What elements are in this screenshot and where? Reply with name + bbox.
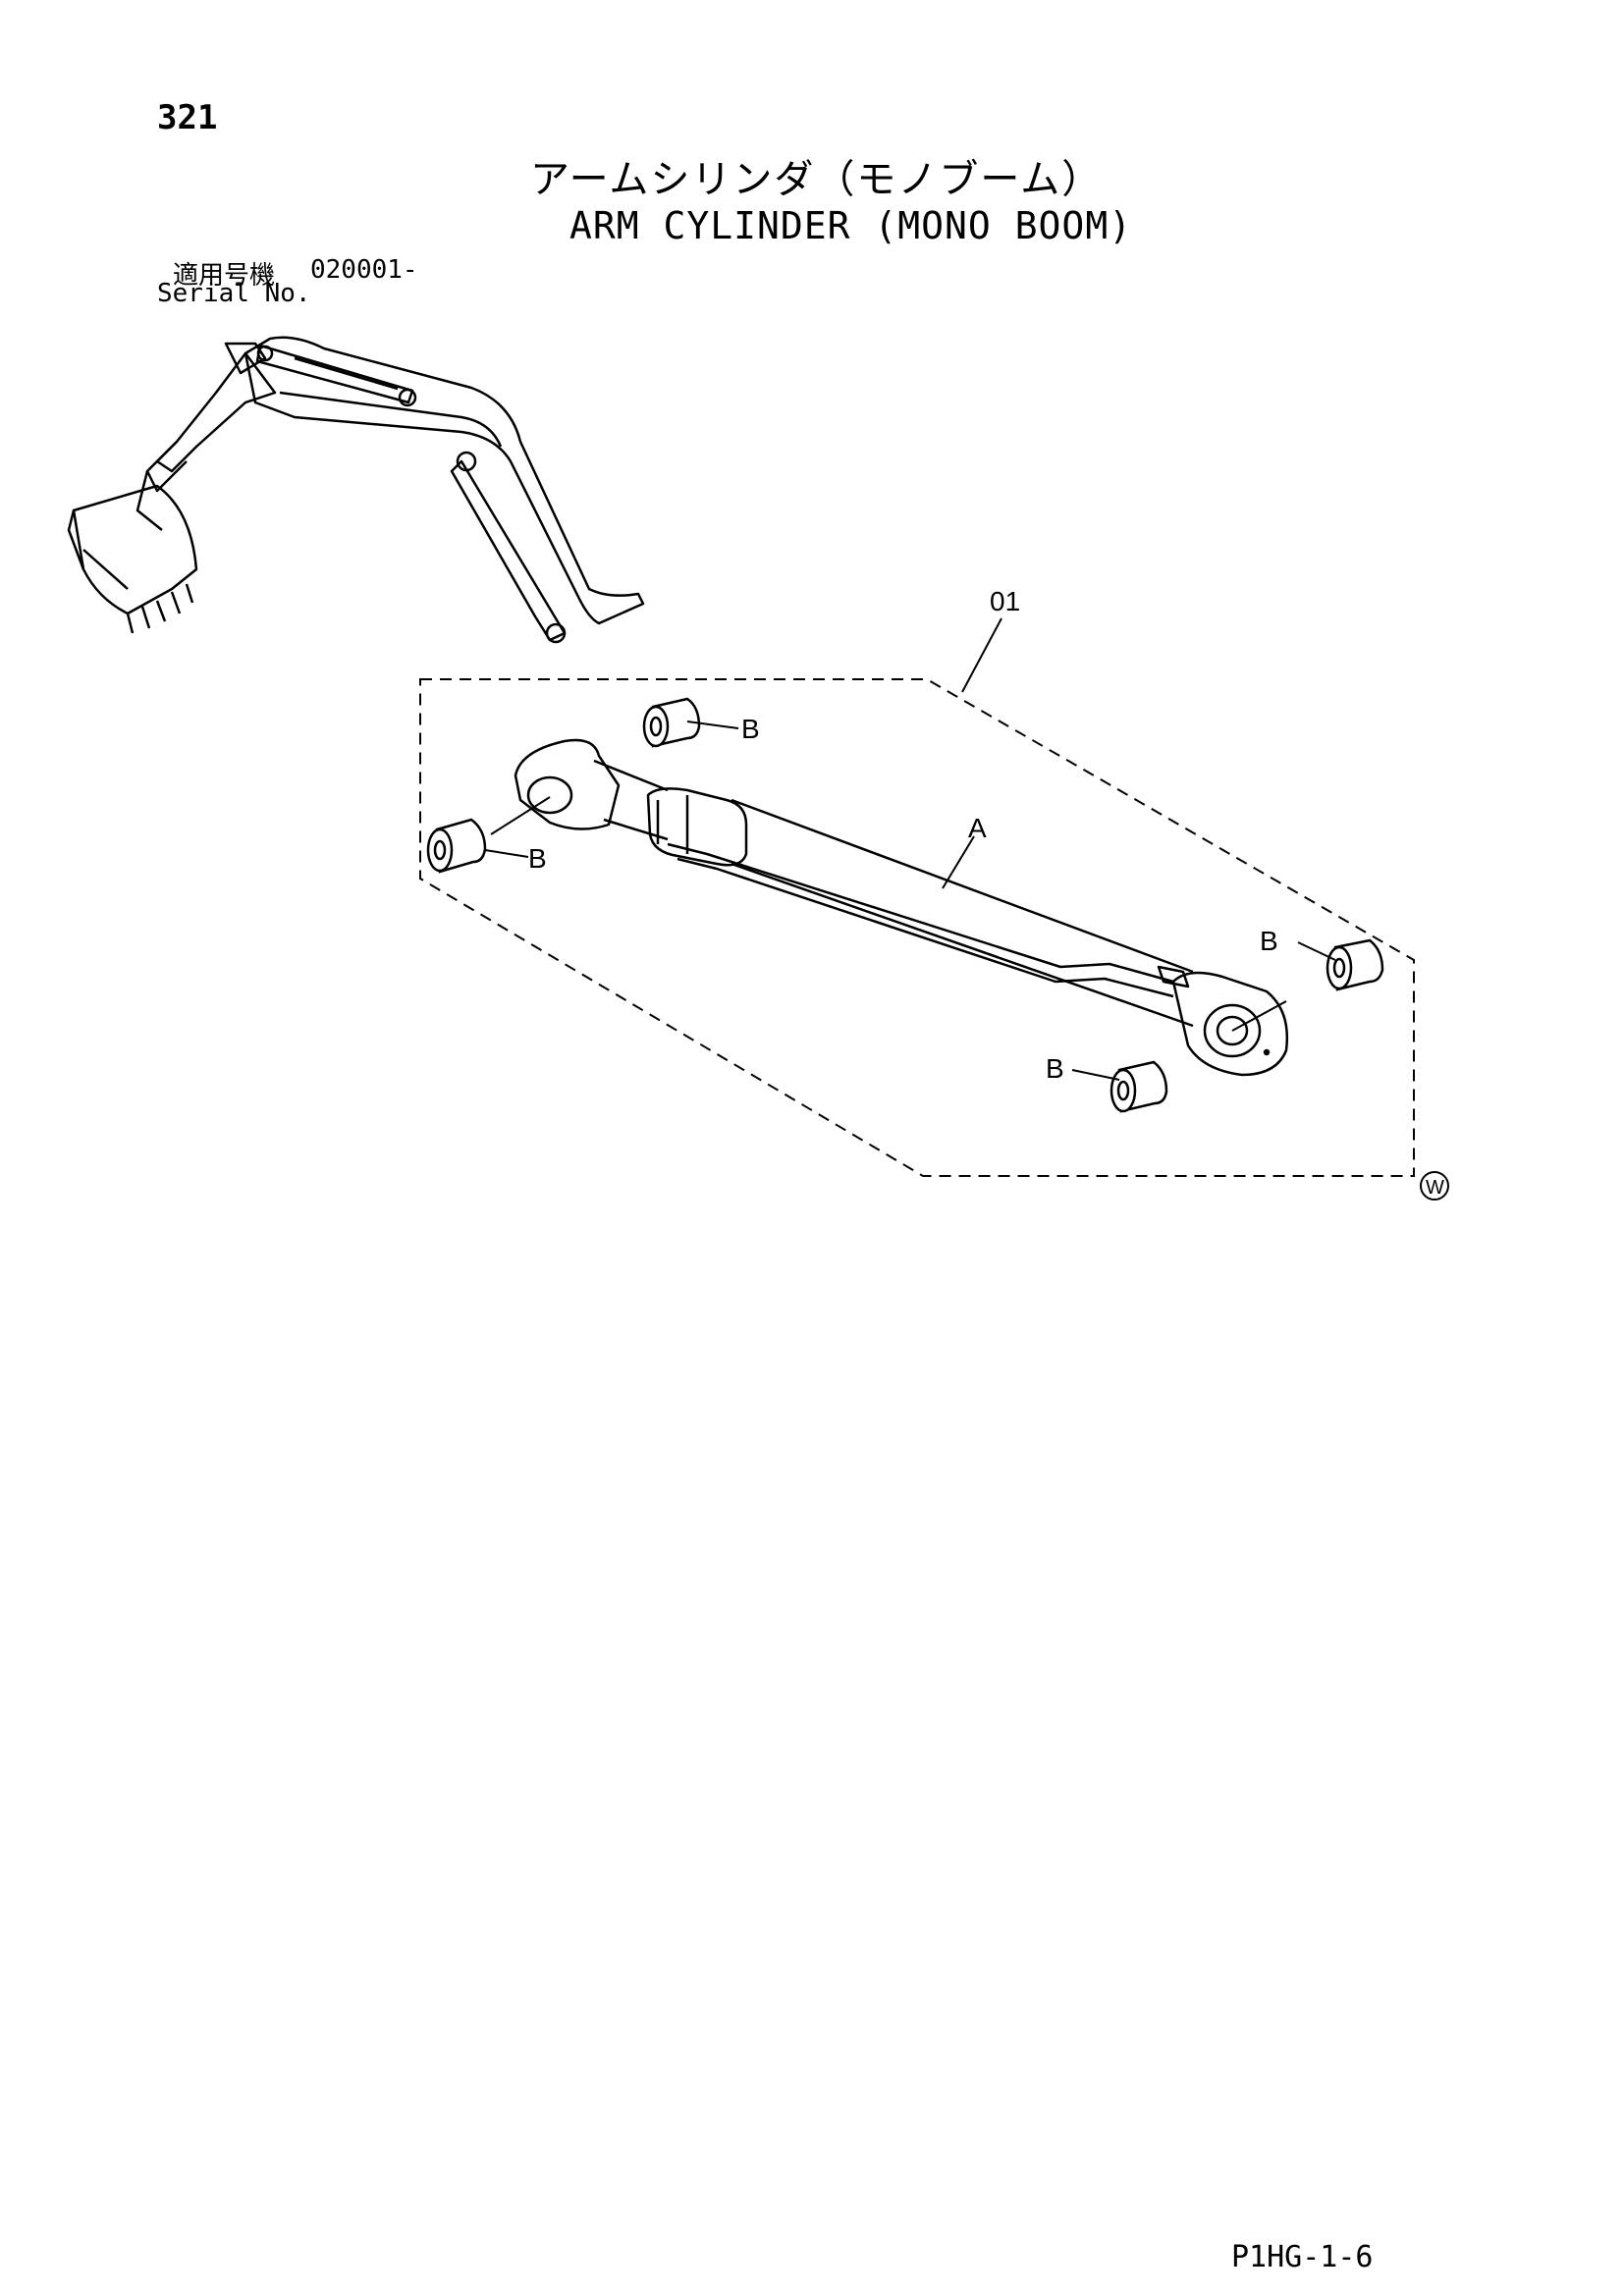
callout-bushing-b-bottom: B — [1046, 1053, 1064, 1084]
bushing-bottom — [1110, 1060, 1168, 1113]
variant-marker-w: W — [1420, 1171, 1449, 1201]
excavator-arm-locator-illustration — [67, 336, 645, 644]
callout-cylinder-a: A — [968, 813, 987, 843]
arm-cylinder-illustration — [514, 738, 1288, 1077]
bushing-left — [426, 818, 487, 874]
page-number: 321 — [157, 98, 218, 137]
callout-leader-lines — [484, 721, 1336, 1081]
assembly-boundary-dashed — [419, 678, 1415, 1177]
variant-marker-letter: W — [1426, 1177, 1444, 1199]
serial-label-japanese: 適用号機 — [173, 261, 276, 291]
serial-number-value: 020001- — [310, 255, 418, 285]
serial-label-english: Serial No. — [157, 279, 311, 308]
bushing-top-left — [642, 697, 701, 748]
callout-assembly-01: 01 — [990, 586, 1020, 616]
callout-bushing-b-right: B — [1260, 926, 1278, 956]
page-footer-code: P1HG-1-6 — [1231, 2240, 1374, 2274]
assembly-leader-line — [961, 617, 1002, 693]
page-title-english: ARM CYLINDER (MONO BOOM) — [569, 204, 1133, 247]
bushing-right — [1326, 938, 1384, 991]
bushing-parts — [426, 697, 1384, 1113]
callout-bushing-b-left: B — [528, 843, 547, 874]
callout-bushing-b-top: B — [741, 714, 760, 744]
page-title-japanese: アームシリンダ（モノブーム） — [530, 157, 1104, 202]
